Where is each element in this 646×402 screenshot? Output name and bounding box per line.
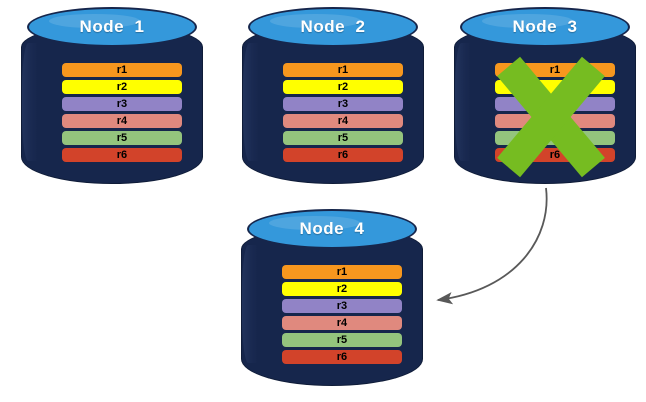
node-3-body-shading	[455, 43, 471, 161]
node-1-label: Node 1	[79, 17, 145, 36]
record-row[interactable]: r2	[281, 282, 403, 296]
record-row[interactable]: r6	[494, 148, 616, 162]
database-node-3[interactable]: Node 3 r1 r6	[455, 7, 635, 183]
record-row[interactable]: r4	[281, 316, 403, 330]
record-row[interactable]: r5	[281, 333, 403, 347]
node-4-records: r1 r2 r3 r4 r5 r6	[281, 265, 403, 364]
record-row[interactable]: r5	[282, 131, 404, 145]
record-row[interactable]: r5	[61, 131, 183, 145]
record-row[interactable]: r1	[61, 63, 183, 77]
record-row[interactable]: r3	[61, 97, 183, 111]
node-1-records: r1 r2 r3 r4 r5 r6	[61, 63, 183, 162]
record-row[interactable]: r6	[282, 148, 404, 162]
database-node-1[interactable]: Node 1 r1 r2 r3 r4 r5 r6	[22, 7, 202, 183]
record-row[interactable]	[494, 97, 616, 111]
record-row[interactable]: r1	[494, 63, 616, 77]
record-row[interactable]: r4	[282, 114, 404, 128]
node-4-body-shading	[242, 245, 258, 363]
record-row[interactable]	[494, 80, 616, 94]
node-2-label: Node 2	[300, 17, 366, 36]
node-2-records: r1 r2 r3 r4 r5 r6	[282, 63, 404, 162]
record-row[interactable]: r1	[282, 63, 404, 77]
node-3-label: Node 3	[512, 17, 578, 36]
node-2-body-shading	[243, 43, 259, 161]
record-row[interactable]: r4	[61, 114, 183, 128]
record-row[interactable]: r6	[61, 148, 183, 162]
record-row[interactable]: r6	[281, 350, 403, 364]
database-node-2[interactable]: Node 2 r1 r2 r3 r4 r5 r6	[243, 7, 423, 183]
database-node-4[interactable]: Node 4 r1 r2 r3 r4 r5 r6	[242, 209, 422, 385]
record-row[interactable]	[494, 114, 616, 128]
record-row[interactable]: r2	[282, 80, 404, 94]
record-row[interactable]	[494, 131, 616, 145]
record-row[interactable]: r2	[61, 80, 183, 94]
arrow-path	[436, 187, 548, 305]
node-1-body-shading	[22, 43, 38, 161]
node-3-records: r1 r6	[494, 63, 616, 162]
record-row[interactable]: r3	[281, 299, 403, 313]
record-row[interactable]: r3	[282, 97, 404, 111]
record-row[interactable]: r1	[281, 265, 403, 279]
node-4-label: Node 4	[299, 219, 365, 238]
